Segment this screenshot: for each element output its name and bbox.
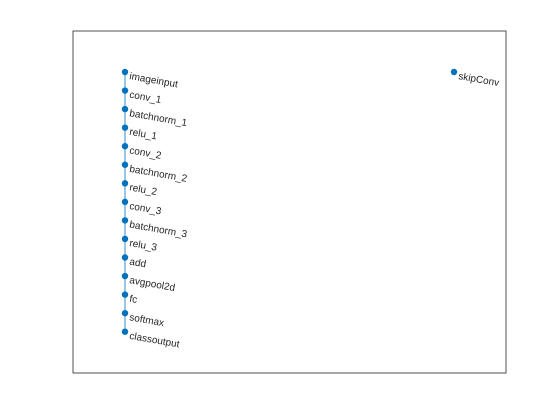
node-fc[interactable] (121, 291, 129, 298)
node-label-relu_2: relu_2 (128, 182, 158, 198)
node-relu_3[interactable] (121, 235, 129, 243)
node-softmax[interactable] (121, 309, 129, 317)
node-batchnorm_1[interactable] (121, 105, 129, 113)
axes-box (72, 30, 507, 374)
node-conv_1[interactable] (121, 87, 129, 94)
node-avgpool2d[interactable] (121, 272, 129, 280)
node-label-relu_3: relu_3 (128, 238, 158, 254)
node-label-add: add (128, 257, 146, 271)
node-relu_2[interactable] (121, 180, 129, 187)
node-classoutput[interactable] (121, 328, 129, 335)
node-conv_2[interactable] (121, 143, 129, 150)
node-label-relu_1: relu_1 (128, 127, 158, 143)
node-label-fc: fc (128, 294, 138, 306)
node-skipConv[interactable] (450, 68, 458, 76)
node-group (121, 68, 458, 335)
node-batchnorm_3[interactable] (121, 217, 129, 224)
node-add[interactable] (121, 254, 129, 261)
node-conv_3[interactable] (121, 198, 129, 206)
node-relu_1[interactable] (121, 124, 129, 131)
node-imageinput[interactable] (121, 68, 129, 76)
node-batchnorm_2[interactable] (121, 161, 129, 168)
